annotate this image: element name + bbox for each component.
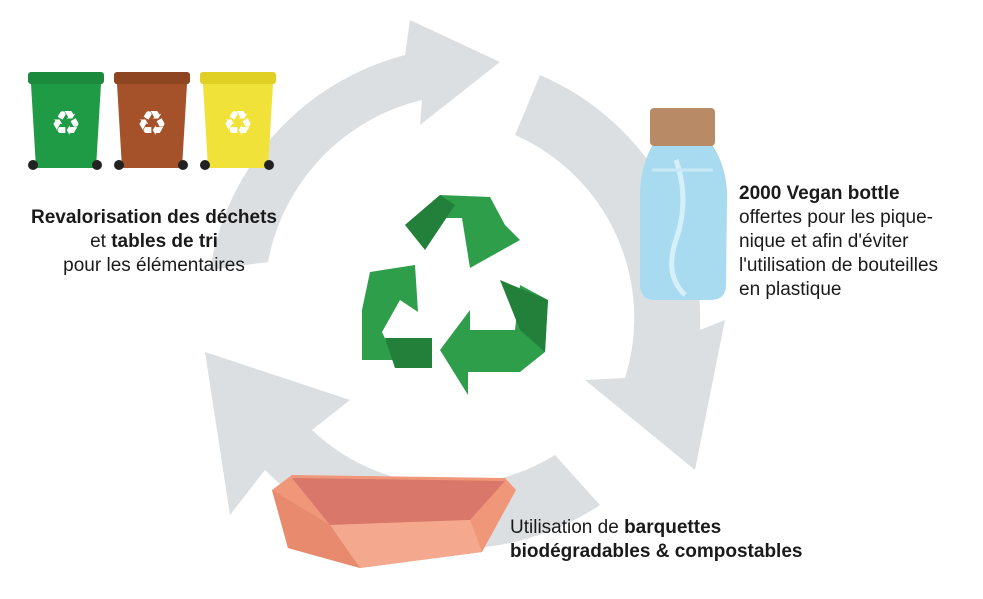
cycle-arrow-right [515, 75, 725, 470]
bottle-line-2: offertes pour les pique- [739, 207, 933, 228]
waste-sorting-caption: Revalorisation des déchets et tables de … [20, 206, 288, 278]
bin-yellow: ♻ [200, 72, 276, 170]
vegan-bottle-caption: 2000 Vegan bottle offertes pour les piqu… [739, 182, 979, 302]
tray-caption: Utilisation de barquettes biodégradables… [510, 516, 840, 564]
bin-green: ♻ [28, 72, 104, 170]
recycle-symbol-icon [362, 195, 548, 395]
bin-brown: ♻ [114, 72, 190, 170]
waste-audience: pour les élémentaires [63, 255, 245, 276]
tray-prefix: Utilisation de [510, 517, 625, 538]
bottle-line-5: en plastique [739, 279, 842, 300]
tray-subtitle: biodégradables & compostables [510, 541, 803, 562]
bottle-line-3: nique et afin d'éviter [739, 231, 909, 252]
bottle-line-4: l'utilisation de bouteilles [739, 255, 939, 276]
svg-text:♻: ♻ [51, 104, 81, 144]
svg-text:♻: ♻ [223, 104, 253, 144]
recycling-bins-icon: ♻ ♻ ♻ [28, 72, 276, 170]
waste-conjunction: et [90, 231, 112, 252]
cycle-arrow-top [210, 20, 500, 270]
glass-bottle-icon [639, 108, 728, 300]
waste-title: Revalorisation des déchets [30, 207, 278, 228]
svg-text:♻: ♻ [137, 104, 167, 144]
waste-sorting-tables: tables de tri [111, 231, 218, 252]
bottle-title: 2000 Vegan bottle [739, 183, 900, 204]
food-tray-icon [272, 475, 516, 568]
tray-title: barquettes [624, 517, 722, 538]
